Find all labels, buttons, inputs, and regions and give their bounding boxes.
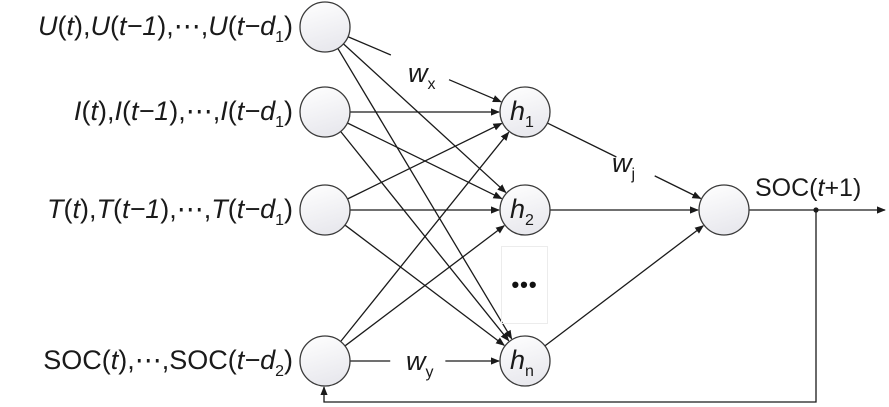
edge-hidden1-output — [547, 122, 617, 158]
feedback-loop-arrow — [320, 210, 817, 403]
hidden-node-h2 — [499, 184, 551, 236]
input-node-i — [299, 86, 351, 138]
weight-label-wx: wx — [408, 58, 436, 93]
input-node-u — [299, 1, 351, 53]
input-label-soc: SOC(t),⋯,SOC(t−d2) — [43, 345, 293, 380]
edge-input1-hidden2 — [343, 43, 507, 194]
output-label: SOC(t+1) — [755, 174, 862, 202]
hidden-node-label-h2: h2 — [510, 194, 534, 229]
input-node-t — [299, 184, 351, 236]
edge-hidden3-output — [544, 225, 705, 347]
weight-label-wj: wj — [612, 148, 636, 183]
output-node — [698, 184, 750, 236]
edge-input4-hidden1 — [340, 131, 510, 342]
edge-input1-hidden1 — [347, 36, 392, 56]
edge-input4-hidden2 — [344, 225, 505, 347]
input-node-soc — [299, 335, 351, 387]
weight-label-wy: wy — [406, 346, 434, 381]
hidden-node-label-hn: hn — [510, 345, 534, 380]
input-label-current: I(t),I(t−1),⋯,I(t−d1) — [73, 96, 293, 131]
edge-input1-hidden3 — [337, 48, 513, 340]
edge-hidden1-output — [654, 175, 702, 200]
edge-input3-hidden1 — [347, 122, 503, 200]
input-label-temperature: T(t),T(t−1),⋯,T(t−d1) — [46, 194, 293, 229]
hidden-node-hn — [499, 335, 551, 387]
edge-input1-hidden1 — [448, 79, 502, 103]
hidden-node-label-h1: h1 — [510, 96, 534, 131]
hidden-ellipsis: ••• — [501, 246, 548, 324]
input-label-voltage: U(t),U(t−1),⋯,U(t−d1) — [37, 11, 293, 46]
hidden-node-h1 — [499, 86, 551, 138]
